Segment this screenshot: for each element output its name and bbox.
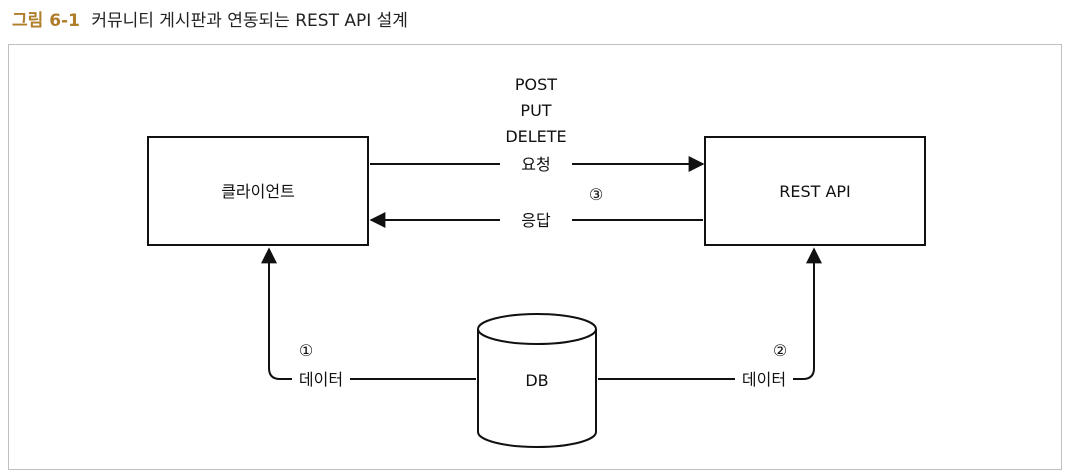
client-label: 클라이언트 — [221, 182, 295, 201]
step-2-marker: ② — [773, 341, 787, 360]
response-label: 응답 — [521, 211, 551, 230]
request-label: 요청 — [521, 155, 550, 174]
method-delete: DELETE — [505, 127, 566, 146]
left-data-label: 데이터 — [299, 370, 343, 389]
method-post: POST — [515, 75, 557, 94]
rest-api-label: REST API — [779, 182, 851, 201]
figure-title: 커뮤니티 게시판과 연동되는 REST API 설계 — [91, 11, 408, 31]
step-1-marker: ① — [299, 341, 313, 360]
figure-number: 그림 6-1 — [12, 11, 80, 31]
db-label: DB — [525, 371, 548, 390]
right-data-label: 데이터 — [742, 370, 786, 389]
rest-api-box — [704, 136, 926, 246]
diagram-frame — [8, 44, 1062, 470]
client-box — [147, 136, 369, 246]
step-3-marker: ③ — [589, 185, 603, 204]
figure-caption: 그림 6-1 커뮤니티 게시판과 연동되는 REST API 설계 — [12, 6, 408, 31]
method-put: PUT — [520, 101, 551, 120]
db-cylinder-top — [477, 313, 597, 345]
right-data-arrow — [793, 247, 822, 380]
left-data-arrow — [261, 247, 292, 380]
db-cylinder-body — [477, 329, 597, 448]
